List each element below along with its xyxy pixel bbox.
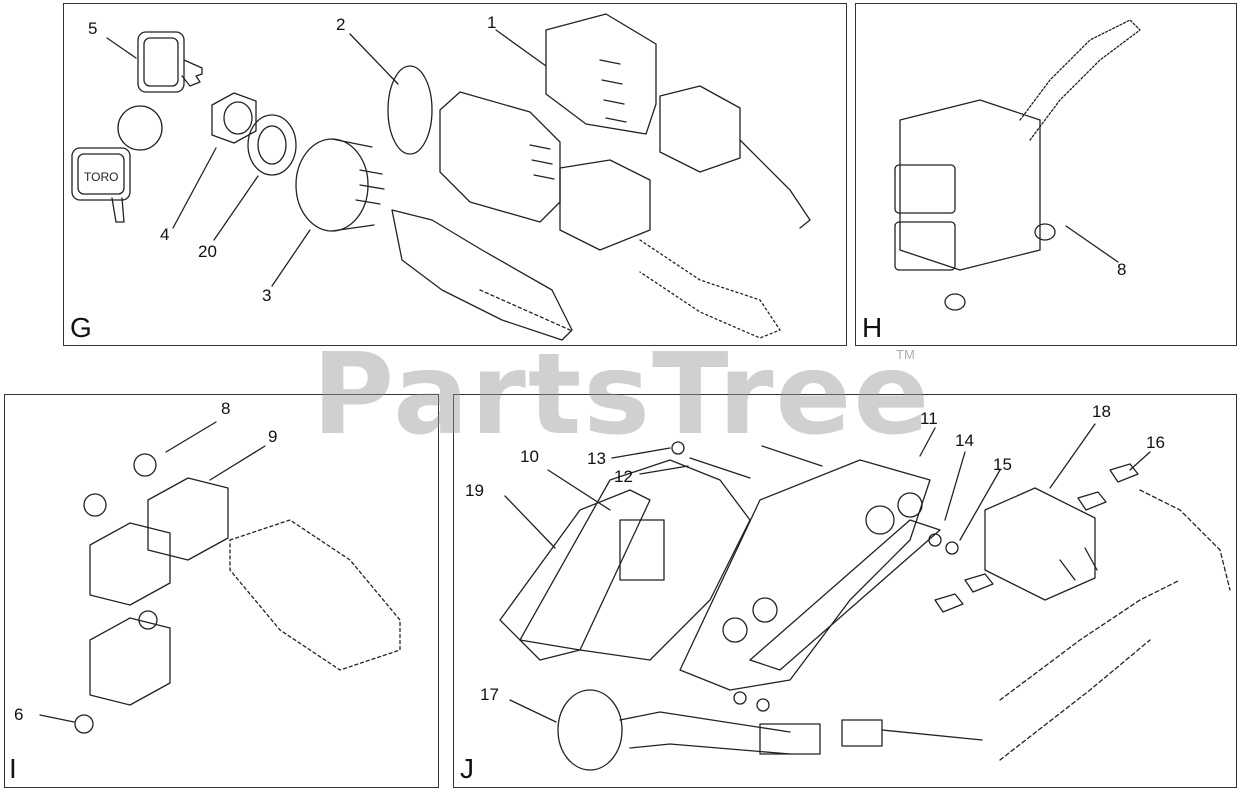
callout-i-8: 8 <box>221 399 231 418</box>
trademark-symbol: TM <box>896 347 915 362</box>
callout-i-9: 9 <box>268 427 278 446</box>
panel-letter-j: J <box>460 753 474 784</box>
callout-j-19: 19 <box>465 481 484 500</box>
callout-j-16: 16 <box>1146 433 1165 452</box>
callout-g-2: 2 <box>336 15 346 34</box>
callout-j-18: 18 <box>1092 402 1111 421</box>
callout-j-14: 14 <box>955 431 974 450</box>
callout-g-5: 5 <box>88 19 98 38</box>
callout-i-6: 6 <box>14 705 24 724</box>
callout-j-11: 11 <box>920 409 938 428</box>
callout-g-1: 1 <box>487 13 497 32</box>
callout-h-8: 8 <box>1117 260 1127 279</box>
callout-g-20: 20 <box>198 242 217 261</box>
callout-j-17: 17 <box>480 685 499 704</box>
partstree-watermark: PartsTree <box>312 330 932 460</box>
panel-letter-i: I <box>9 753 17 784</box>
callout-j-13: 13 <box>587 449 606 468</box>
panel-letter-h: H <box>862 312 883 343</box>
diagram-panel-h: H <box>855 3 1237 346</box>
callout-j-15: 15 <box>993 455 1012 474</box>
callout-g-3: 3 <box>262 286 272 305</box>
diagram-panel-g: G <box>63 3 847 346</box>
callout-j-12: 12 <box>614 467 633 486</box>
callout-j-10: 10 <box>520 447 539 466</box>
panel-letter-g: G <box>70 312 92 343</box>
callout-g-4: 4 <box>160 225 170 244</box>
